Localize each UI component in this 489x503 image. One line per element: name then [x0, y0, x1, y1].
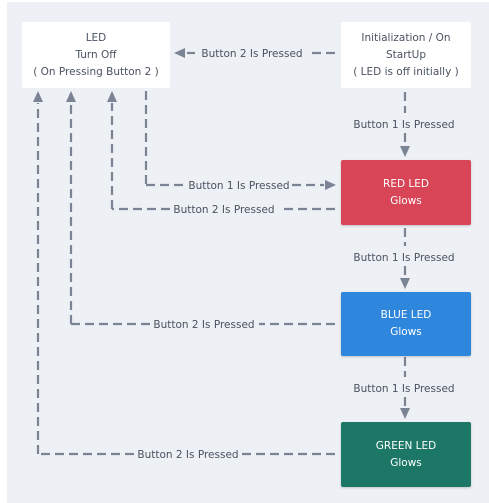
edge-label: Button 2 Is Pressed [153, 319, 254, 331]
arrowhead [400, 146, 410, 157]
edge-off-to-red: Button 1 Is Pressed [144, 91, 336, 192]
edge-label: Button 2 Is Pressed [201, 48, 302, 60]
node-red-led-line2: Glows [390, 194, 422, 207]
arrowhead [66, 91, 76, 102]
node-green-led: GREEN LED Glows [341, 422, 471, 487]
edge-label: Button 2 Is Pressed [173, 204, 274, 216]
edge-blue-to-off: Button 2 Is Pressed [66, 91, 335, 331]
edge-init-to-red: Button 1 Is Pressed [353, 92, 455, 157]
edge-label: Button 2 Is Pressed [137, 449, 238, 461]
node-green-led-line2: Glows [390, 456, 422, 469]
arrowhead [400, 278, 410, 289]
node-red-led-line1: RED LED [383, 177, 429, 190]
edge-red-to-blue: Button 1 Is Pressed [353, 228, 455, 289]
node-blue-led: BLUE LED Glows [341, 292, 471, 356]
edge-green-to-off: Button 2 Is Pressed [33, 91, 335, 461]
edge-label: Button 1 Is Pressed [353, 383, 454, 395]
node-led-off-line3: ( On Pressing Button 2 ) [33, 65, 159, 78]
arrowhead [107, 91, 117, 102]
node-green-led-line1: GREEN LED [375, 439, 437, 452]
node-init-line1: Initialization / On [361, 31, 451, 44]
arrowhead [400, 408, 410, 419]
arrowhead [325, 180, 336, 190]
node-blue-led-line1: BLUE LED [380, 309, 432, 321]
edge-red-to-off: Button 2 Is Pressed [107, 91, 335, 216]
node-init-line3: ( LED is off initially ) [353, 65, 459, 78]
edge-blue-to-green: Button 1 Is Pressed [353, 357, 455, 419]
edge-label: Button 1 Is Pressed [353, 252, 454, 264]
edge-init-to-off: Button 2 Is Pressed [174, 48, 335, 60]
edge-label: Button 1 Is Pressed [188, 180, 289, 192]
node-red-led: RED LED Glows [341, 160, 471, 225]
edge-label: Button 1 Is Pressed [353, 119, 454, 131]
node-blue-led-line2: Glows [390, 326, 422, 338]
arrowhead [33, 91, 43, 102]
arrowhead [174, 48, 185, 58]
node-led-off: LED Turn Off ( On Pressing Button 2 ) [22, 22, 170, 88]
node-led-off-line1: LED [85, 31, 107, 44]
node-init-line2: StartUp [385, 48, 426, 61]
node-init: Initialization / On StartUp ( LED is off… [341, 22, 471, 88]
node-led-off-line2: Turn Off [75, 48, 117, 61]
